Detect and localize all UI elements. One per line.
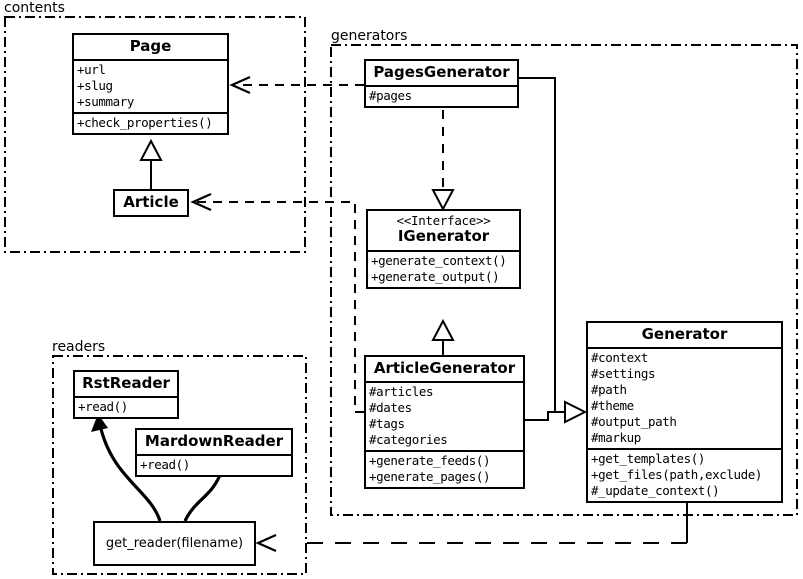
relationship-generator-depends-getreader <box>255 500 688 553</box>
class-methods-rstreader: +read() <box>75 396 177 417</box>
class-methods-igenerator: +generate_context() +generate_output() <box>368 249 519 287</box>
function-box-get-reader[interactable]: get_reader(filename) <box>93 521 256 566</box>
relationship-articlegenerator-depends-article <box>190 192 364 413</box>
attribute-row: +url <box>77 62 106 78</box>
attribute-row: +summary <box>77 94 135 110</box>
class-box-articlegenerator[interactable]: ArticleGenerator #articles #dates #tags … <box>364 355 525 490</box>
class-name-generator: Generator <box>641 325 728 343</box>
stereotype-label: <<Interface>> <box>396 213 491 228</box>
method-row: +generate_context() <box>371 252 507 268</box>
attribute-row: #markup <box>591 430 641 446</box>
package-label-generators: generators <box>331 28 408 44</box>
class-box-igenerator[interactable]: <<Interface>> IGenerator +generate_conte… <box>366 209 521 289</box>
method-row: +generate_feeds() <box>369 453 491 469</box>
attribute-row: #pages <box>369 88 412 104</box>
class-attributes-page: +url +slug +summary <box>74 59 227 112</box>
relationship-pagesgenerator-depends-page <box>229 75 364 95</box>
relationship-articlegenerator-generalizes-igenerator <box>431 318 455 355</box>
class-attributes-articlegenerator: #articles #dates #tags #categories <box>366 381 523 450</box>
package-label-readers: readers <box>52 339 106 355</box>
method-row: +check_properties() <box>77 115 213 131</box>
class-attributes-pagesgenerator: #pages <box>366 85 517 106</box>
relationship-articlegenerator-generalizes-generator <box>525 400 588 424</box>
attribute-row: #theme <box>591 398 634 414</box>
attribute-row: #context <box>591 350 649 366</box>
method-row: +get_templates() <box>591 451 706 467</box>
method-row: +generate_pages() <box>369 469 491 485</box>
class-name-article: Article <box>123 193 179 211</box>
interface-name-label: IGenerator <box>397 227 490 246</box>
class-name-pagesgenerator: PagesGenerator <box>373 63 510 81</box>
attribute-row: #articles <box>369 384 434 400</box>
class-box-generator[interactable]: Generator #context #settings #path #them… <box>586 321 783 504</box>
attribute-row: #path <box>591 382 627 398</box>
class-name-articlegenerator: ArticleGenerator <box>373 359 516 377</box>
relationship-article-generalizes-page <box>139 138 163 189</box>
class-box-pagesgenerator[interactable]: PagesGenerator #pages <box>364 59 519 109</box>
class-name-igenerator: <<Interface>> IGenerator <box>368 211 519 250</box>
attribute-row: #dates <box>369 400 412 416</box>
class-name-rstreader: RstReader <box>82 374 170 392</box>
method-row: +generate_output() <box>371 268 500 284</box>
method-row: +read() <box>140 457 190 473</box>
class-methods-articlegenerator: +generate_feeds() +generate_pages() <box>366 450 523 487</box>
class-box-rstreader[interactable]: RstReader +read() <box>73 370 179 420</box>
class-methods-mardownreader: +read() <box>137 454 291 475</box>
class-box-article[interactable]: Article <box>113 189 189 218</box>
relationship-pagesgenerator-generalizes-generator <box>519 77 565 413</box>
class-methods-generator: +get_templates() +get_files(path,exclude… <box>588 448 781 501</box>
class-box-mardownreader[interactable]: MardownReader +read() <box>135 428 293 478</box>
function-label-get-reader: get_reader(filename) <box>105 536 244 551</box>
method-row: +read() <box>78 399 128 415</box>
class-box-page[interactable]: Page +url +slug +summary +check_properti… <box>72 33 229 136</box>
class-name-mardownreader: MardownReader <box>144 432 284 450</box>
relationship-pagesgenerator-realizes-igenerator <box>431 110 455 212</box>
class-attributes-generator: #context #settings #path #theme #output_… <box>588 347 781 448</box>
method-row: +get_files(path,exclude) <box>591 467 763 483</box>
attribute-row: +slug <box>77 78 113 94</box>
attribute-row: #tags <box>369 416 405 432</box>
attribute-row: #settings <box>591 366 656 382</box>
method-row: #_update_context() <box>591 483 720 499</box>
attribute-row: #categories <box>369 432 448 448</box>
class-methods-page: +check_properties() <box>74 112 227 133</box>
package-label-contents: contents <box>4 0 65 16</box>
class-name-page: Page <box>129 37 172 55</box>
attribute-row: #output_path <box>591 414 677 430</box>
